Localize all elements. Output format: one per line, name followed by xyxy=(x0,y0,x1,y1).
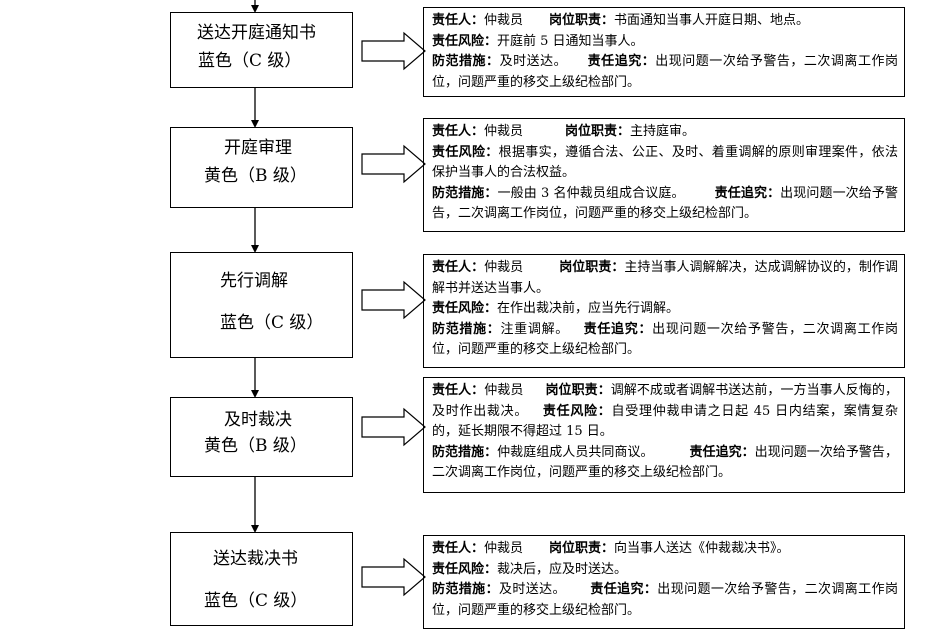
step-level: 蓝色（C 级） xyxy=(204,591,308,611)
step-title: 送达裁决书 xyxy=(213,549,298,569)
step-box-1: 送达开庭通知书 蓝色（C 级） xyxy=(170,12,353,88)
step-title: 开庭审理 xyxy=(224,138,292,158)
step-title: 先行调解 xyxy=(220,271,288,291)
info-box-4: 责任人：仲裁员岗位职责：调解不成或者调解书送达前，一方当事人反悔的，及时作出裁决… xyxy=(423,377,905,493)
step-box-2: 开庭审理 黄色（B 级） xyxy=(170,127,353,208)
block-arrow-5 xyxy=(361,557,426,597)
step-level: 蓝色（C 级） xyxy=(198,51,302,71)
step-level: 蓝色（C 级） xyxy=(220,313,324,333)
info-box-5: 责任人：仲裁员岗位职责：向当事人送达《仲裁裁决书》。 责任风险：裁决后，应及时送… xyxy=(423,535,905,629)
info-box-2: 责任人：仲裁员岗位职责：主持庭审。 责任风险：根据事实，遵循合法、公正、及时、着… xyxy=(423,118,905,232)
step-box-5: 送达裁决书 蓝色（C 级） xyxy=(170,532,353,626)
block-arrow-4 xyxy=(361,407,426,447)
info-box-3: 责任人：仲裁员岗位职责：主持当事人调解解决，达成调解协议的，制作调解书并送达当事… xyxy=(423,254,905,368)
step-title: 及时裁决 xyxy=(224,410,292,430)
block-arrow-3 xyxy=(361,280,426,320)
step-level: 黄色（B 级） xyxy=(204,436,307,456)
block-arrow-1 xyxy=(361,31,426,71)
block-arrow-2 xyxy=(361,144,426,184)
info-box-1: 责任人：仲裁员岗位职责：书面通知当事人开庭日期、地点。 责任风险：开庭前 5 日… xyxy=(423,7,905,97)
step-level: 黄色（B 级） xyxy=(204,166,307,186)
step-box-4: 及时裁决 黄色（B 级） xyxy=(170,397,353,477)
step-title: 送达开庭通知书 xyxy=(197,23,316,43)
step-box-3: 先行调解 蓝色（C 级） xyxy=(170,252,353,358)
